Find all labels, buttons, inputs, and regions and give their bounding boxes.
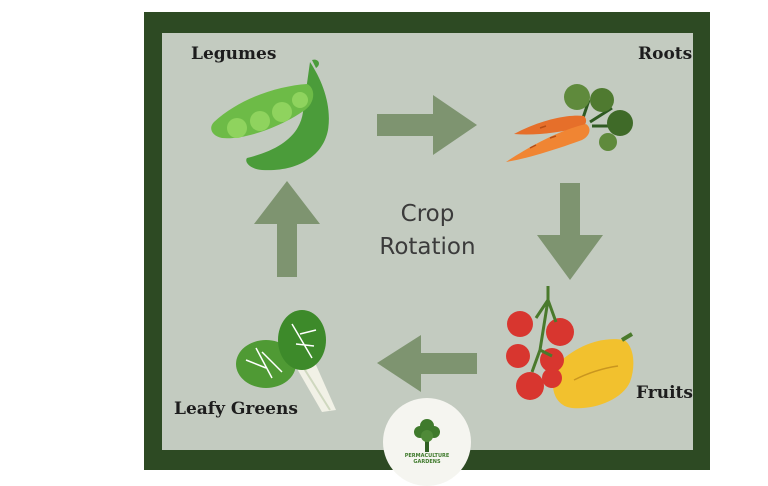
title-line-2: Rotation	[379, 234, 476, 260]
arrow-down-icon	[537, 183, 603, 280]
leafy-greens-icon	[236, 310, 336, 412]
logo: PERMACULTURE GARDENS	[383, 398, 471, 486]
logo-line-1: PERMACULTURE	[404, 453, 450, 459]
logo-text: PERMACULTURE GARDENS	[383, 453, 471, 465]
stage-label-fruits: Fruits	[636, 383, 693, 403]
arrow-right-icon	[377, 95, 477, 155]
diagram-title: Crop Rotation	[355, 198, 500, 264]
arrow-left-icon	[377, 335, 477, 392]
stage-label-roots: Roots	[638, 44, 693, 64]
tomato-squash-icon	[506, 286, 634, 409]
stage-label-legumes: Legumes	[191, 44, 277, 64]
carrot-icon	[506, 84, 633, 162]
tree-icon	[414, 419, 440, 452]
stage-label-leafy-greens: Leafy Greens	[174, 399, 298, 419]
logo-line-2: GARDENS	[413, 459, 441, 465]
pea-pod-icon	[211, 59, 329, 171]
title-line-1: Crop	[400, 201, 455, 227]
arrow-up-icon	[254, 181, 320, 277]
